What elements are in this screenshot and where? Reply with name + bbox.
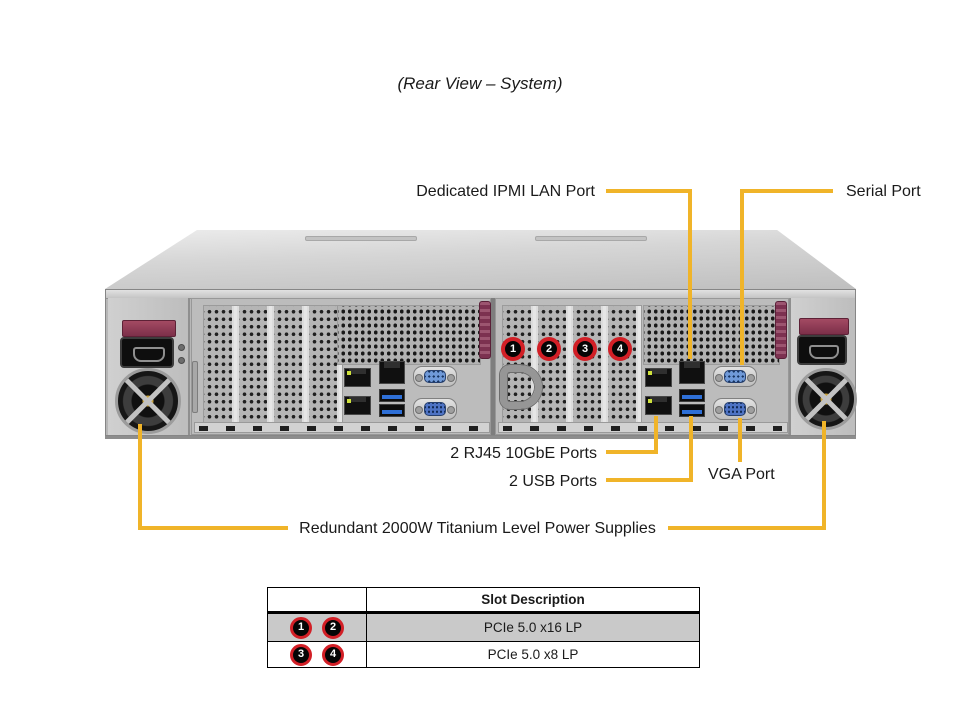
page-title: (Rear View – System) <box>397 74 563 93</box>
callout-line-usb <box>689 416 693 482</box>
lan-led <box>648 371 652 375</box>
slot-description-cell: PCIe 5.0 x8 LP <box>487 647 579 662</box>
rj45-10gbe-port <box>645 396 672 415</box>
psu-fan-left <box>115 368 181 434</box>
table-header-row: Slot Description <box>268 588 699 614</box>
table-badge-cell: 3 4 <box>268 642 367 667</box>
callout-line-serial <box>740 189 744 365</box>
screw <box>178 357 185 364</box>
chassis-rear-panel: 1 2 3 4 <box>105 289 857 436</box>
serial-port <box>713 366 757 387</box>
power-supply-left <box>108 298 190 435</box>
ac-inlet-left <box>120 337 174 368</box>
node-bottom-rail <box>194 422 490 433</box>
serial-connector-face <box>424 370 446 383</box>
server-node-left <box>191 298 491 435</box>
callout-line-rj45 <box>606 450 658 454</box>
server-node-right: 1 2 3 4 <box>495 298 789 435</box>
dedicated-ipmi-lan-port <box>679 361 705 384</box>
callout-line-usb <box>606 478 693 482</box>
callout-line-rj45 <box>654 416 658 454</box>
vga-port <box>413 398 457 420</box>
callout-line-vga <box>738 418 742 462</box>
slot-badge-2: 2 <box>537 337 561 361</box>
slot-badge-4: 4 <box>322 643 344 666</box>
psu-latch-right <box>799 318 849 335</box>
chassis-base-edge <box>105 436 856 439</box>
node-bottom-rail <box>498 422 788 433</box>
lan-led <box>347 371 351 375</box>
callout-line-ipmi <box>688 189 692 359</box>
rj45-lan-port <box>344 396 371 415</box>
rj45-lan-port <box>344 368 371 387</box>
node-release-lever <box>479 301 491 359</box>
ac-inlet-right <box>797 335 847 365</box>
table-badge-cell: 1 2 <box>268 614 367 641</box>
table-header-empty-cell <box>268 588 367 614</box>
screw <box>178 344 185 351</box>
vga-port <box>713 398 757 420</box>
label-serial-port: Serial Port <box>846 183 921 200</box>
chassis-top-cover <box>105 230 856 289</box>
slot-description-cell: PCIe 5.0 x16 LP <box>483 620 583 635</box>
lan-led <box>648 399 652 403</box>
callout-line-power <box>138 424 142 530</box>
vent-grille <box>337 305 481 365</box>
usb-port <box>679 404 705 417</box>
slot-badge-3: 3 <box>573 337 597 361</box>
vga-connector-face <box>724 402 746 416</box>
slot-badge-2: 2 <box>322 616 344 639</box>
label-vga-port: VGA Port <box>708 466 775 483</box>
table-row: 1 2 PCIe 5.0 x16 LP <box>268 614 699 641</box>
lid-vent-slot <box>305 236 417 241</box>
serial-port <box>413 366 457 387</box>
usb-port <box>679 389 705 402</box>
vga-connector-face <box>424 402 446 416</box>
callout-line-power <box>138 526 288 530</box>
slot-badge-3: 3 <box>290 643 312 666</box>
node-divider <box>491 298 495 435</box>
callout-line-power <box>822 421 826 530</box>
slot-badge-4: 4 <box>608 337 632 361</box>
ipmi-lan-port <box>379 361 405 384</box>
slot-description-table: Slot Description 1 2 PCIe 5.0 x16 LP 3 4… <box>267 587 700 668</box>
lid-vent-slot <box>535 236 647 241</box>
callout-line-serial <box>744 189 833 193</box>
callout-line-ipmi <box>606 189 692 193</box>
slot-badge-1: 1 <box>501 337 525 361</box>
pull-ring-handle <box>500 365 542 409</box>
callout-line-power <box>668 526 826 530</box>
serial-connector-face <box>724 370 746 383</box>
usb-port <box>379 389 405 402</box>
psu-latch-left <box>122 320 176 337</box>
label-rj45-ports: 2 RJ45 10GbE Ports <box>450 445 597 462</box>
usb-port <box>379 404 405 417</box>
power-supply-right <box>789 298 857 435</box>
node-latch-left <box>192 361 198 413</box>
table-header-cell: Slot Description <box>367 588 699 614</box>
pci-slot-covers <box>203 305 343 427</box>
table-row: 3 4 PCIe 5.0 x8 LP <box>268 641 699 667</box>
rj45-10gbe-port <box>645 368 672 387</box>
node-release-lever <box>775 301 787 359</box>
label-usb-ports: 2 USB Ports <box>508 473 597 490</box>
psu-fan-right <box>795 368 857 430</box>
lan-led <box>347 399 351 403</box>
vent-grille <box>643 305 780 365</box>
slot-badge-1: 1 <box>290 616 312 639</box>
label-ipmi-lan-port: Dedicated IPMI LAN Port <box>416 183 595 200</box>
label-power-supplies: Redundant 2000W Titanium Level Power Sup… <box>299 520 656 537</box>
